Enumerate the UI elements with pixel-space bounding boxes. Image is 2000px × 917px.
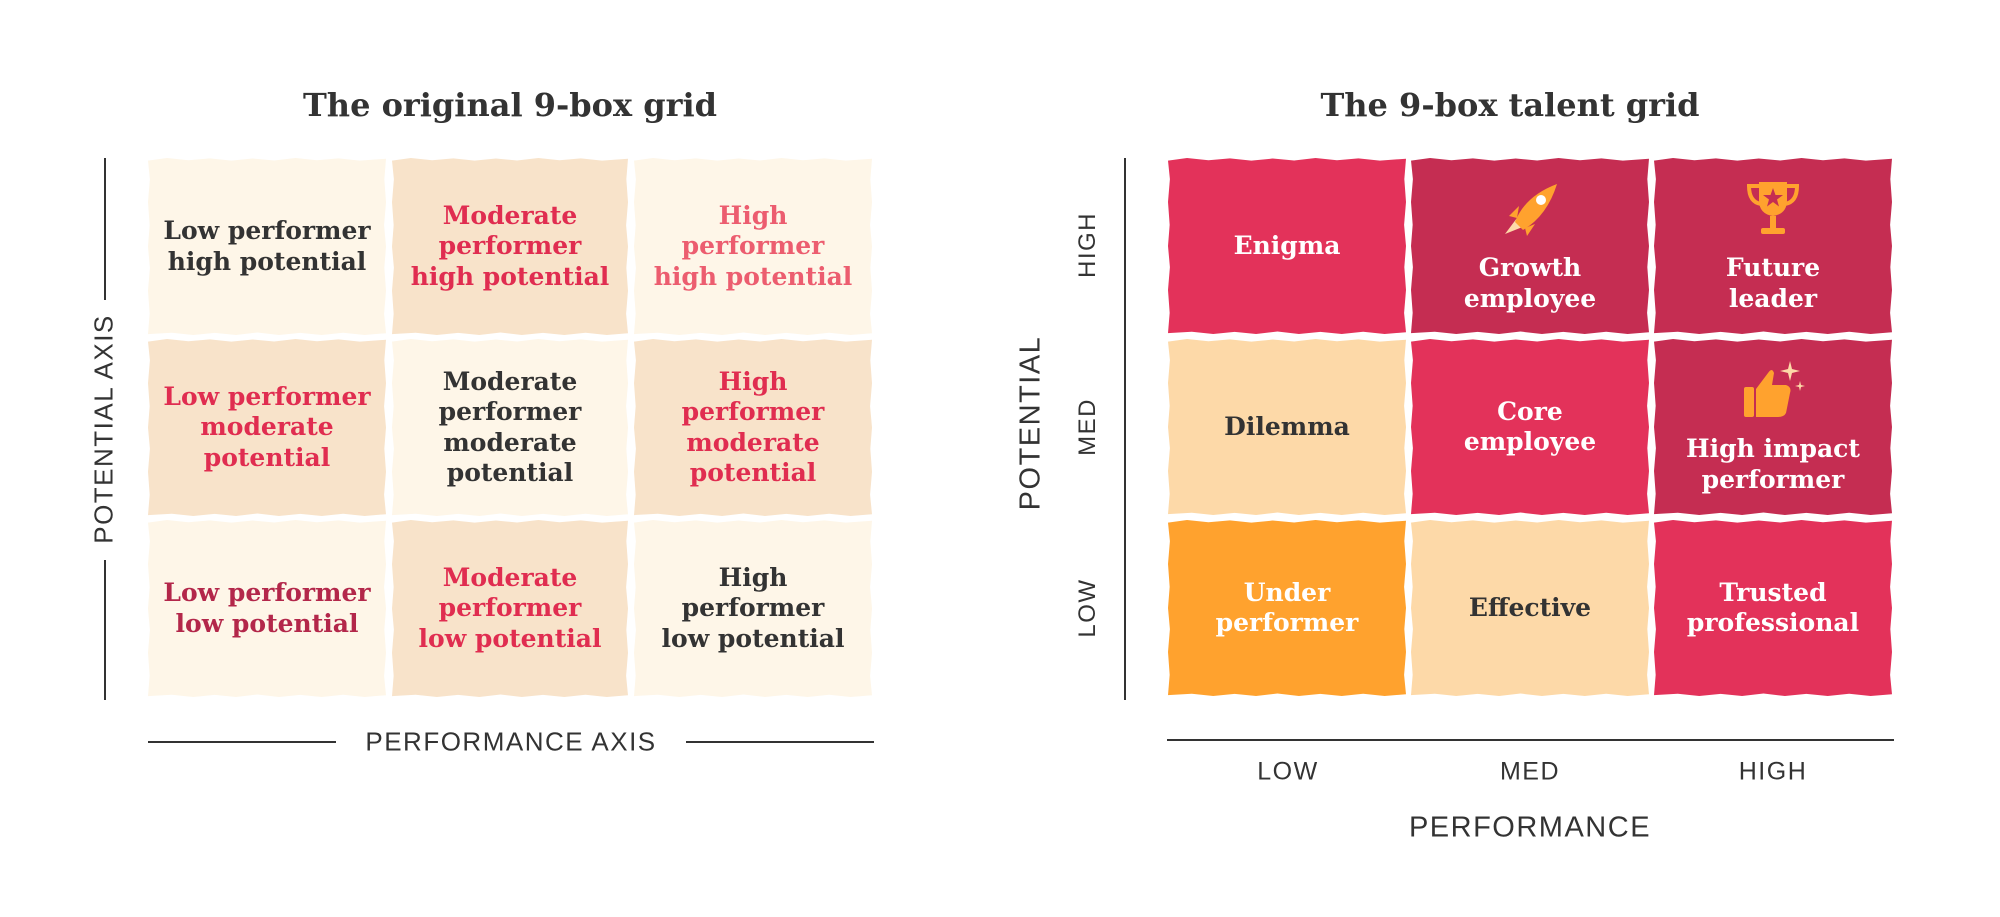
original-grid-cell: Moderate performer moderate potential bbox=[392, 339, 628, 516]
talent-grid-cell: Effective bbox=[1411, 520, 1649, 696]
right-col-label-high: HIGH bbox=[1738, 757, 1808, 786]
cell-label: Future leader bbox=[1725, 253, 1821, 313]
left-grid-title: The original 9-box grid bbox=[302, 86, 717, 124]
talent-grid-cell: Future leader bbox=[1654, 158, 1892, 334]
right-x-axis-line bbox=[1167, 739, 1894, 741]
cell-label: Core employee bbox=[1463, 396, 1597, 457]
right-grid-title: The 9-box talent grid bbox=[1320, 86, 1700, 124]
right-row-label-high: HIGH bbox=[1074, 212, 1101, 278]
cell-label: Growth employee bbox=[1463, 253, 1597, 313]
right-y-axis-line bbox=[1124, 158, 1126, 700]
original-grid-cell: High performer moderate potential bbox=[634, 339, 872, 516]
cell-label: Low performer moderate potential bbox=[163, 381, 371, 472]
original-grid-cell: High performer low potential bbox=[634, 520, 872, 697]
cell-label: Enigma bbox=[1233, 230, 1341, 260]
cell-label: Moderate performer low potential bbox=[418, 562, 602, 653]
talent-grid-cell: Trusted professional bbox=[1654, 520, 1892, 696]
original-grid-cell: Moderate performer high potential bbox=[392, 158, 628, 335]
talent-grid-cell: Dilemma bbox=[1168, 339, 1406, 515]
left-x-axis-line-right bbox=[686, 741, 874, 743]
left-y-axis-label: POTENTIAL AXIS bbox=[88, 314, 119, 544]
cell-label: Dilemma bbox=[1224, 411, 1350, 441]
cell-label: Effective bbox=[1468, 592, 1592, 622]
right-row-label-med: MED bbox=[1074, 398, 1101, 456]
cell-label: Under performer bbox=[1215, 577, 1359, 638]
cell-label: High performer high potential bbox=[653, 200, 853, 291]
right-x-axis-label: PERFORMANCE bbox=[1408, 811, 1652, 844]
cell-label: Moderate performer high potential bbox=[410, 200, 610, 291]
talent-grid-cell: Core employee bbox=[1411, 339, 1649, 515]
left-x-axis-line-left bbox=[148, 741, 336, 743]
cell-label: Moderate performer moderate potential bbox=[438, 366, 582, 488]
left-x-axis-label: PERFORMANCE AXIS bbox=[365, 726, 657, 757]
right-y-axis-label: POTENTIAL bbox=[1014, 335, 1047, 511]
trophy-icon bbox=[1745, 178, 1801, 248]
original-grid-cell: High performer high potential bbox=[634, 158, 872, 335]
original-grid-cell: Moderate performer low potential bbox=[392, 520, 628, 697]
cell-label: Low performer high potential bbox=[163, 216, 371, 276]
cell-label: High impact performer bbox=[1686, 434, 1860, 494]
talent-grid-cell: High impact performer bbox=[1654, 339, 1892, 515]
cell-label: Low performer low potential bbox=[163, 578, 371, 638]
talent-grid-cell: Enigma bbox=[1168, 158, 1406, 334]
thumbs-up-sparkle-icon bbox=[1738, 359, 1808, 429]
rocket-icon bbox=[1495, 178, 1565, 248]
right-row-label-low: LOW bbox=[1074, 578, 1101, 638]
right-col-label-med: MED bbox=[1499, 757, 1561, 786]
original-grid-cell: Low performer high potential bbox=[148, 158, 386, 335]
talent-grid-cell: Under performer bbox=[1168, 520, 1406, 696]
talent-grid-cell: Growth employee bbox=[1411, 158, 1649, 334]
cell-label: Trusted professional bbox=[1686, 577, 1860, 638]
cell-label: High performer low potential bbox=[661, 562, 845, 653]
cell-label: High performer moderate potential bbox=[681, 366, 825, 488]
original-grid-cell: Low performer moderate potential bbox=[148, 339, 386, 516]
left-y-axis-line-bottom bbox=[104, 560, 106, 700]
original-grid-cell: Low performer low potential bbox=[148, 520, 386, 697]
right-col-label-low: LOW bbox=[1257, 757, 1319, 786]
left-y-axis-line-top bbox=[104, 158, 106, 300]
